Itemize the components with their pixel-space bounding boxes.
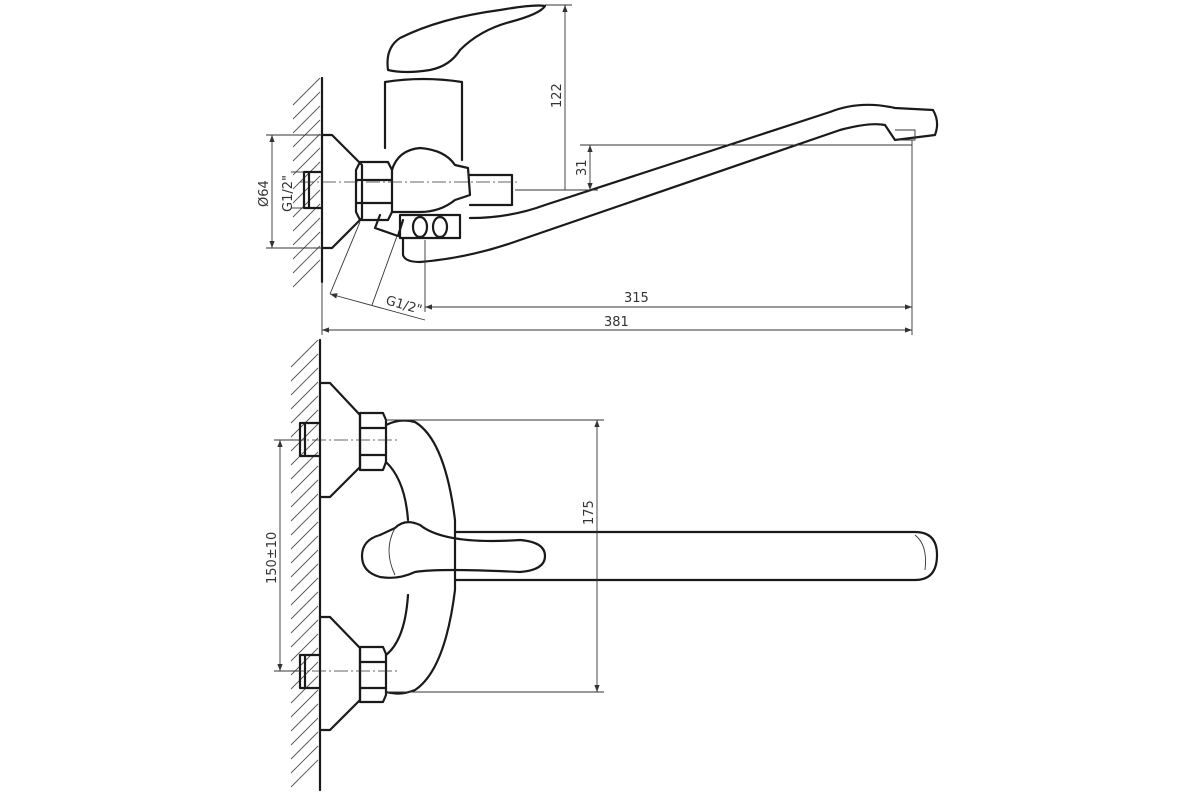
mixer-housing xyxy=(390,146,472,214)
dim-body-height: 175 xyxy=(582,500,597,525)
dim-inlet-thread: G1/2" xyxy=(281,175,296,212)
dim-handle-height: 122 xyxy=(550,83,565,108)
hatch-line xyxy=(292,147,321,176)
hatch-line xyxy=(290,703,319,732)
aerator xyxy=(895,129,916,141)
front-view: 175 150±10 xyxy=(265,338,939,792)
hatch-line xyxy=(290,395,319,424)
hatch-line xyxy=(292,91,321,120)
hatch-line xyxy=(292,189,321,218)
mixer-body xyxy=(383,77,464,162)
hatch-line xyxy=(292,161,321,190)
wall-side xyxy=(292,76,324,288)
inlet-pipe xyxy=(302,170,324,210)
hatch-line xyxy=(292,77,321,106)
hatch-line xyxy=(290,731,319,760)
hatch-line xyxy=(290,493,319,522)
upper-nut xyxy=(358,411,388,472)
upper-inlet-pipe xyxy=(298,421,322,458)
dim-flange-diameter: Ø64 xyxy=(257,180,272,207)
hatch-line xyxy=(290,381,319,410)
side-view: 122 31 Ø64 G1/2" G1/2" 315 381 xyxy=(257,4,939,335)
nut xyxy=(354,160,394,222)
hatch-line xyxy=(290,563,319,592)
hatch-line xyxy=(290,367,319,396)
dim-inlet-spacing: 150±10 xyxy=(265,532,280,584)
hatch-line xyxy=(290,521,319,550)
ring-detail xyxy=(411,215,429,239)
hatch-line xyxy=(290,759,319,788)
hatch-line xyxy=(292,231,321,260)
hatch-line xyxy=(290,353,319,382)
spout xyxy=(401,103,939,264)
hatch-line xyxy=(290,465,319,494)
hatch-line xyxy=(290,675,319,704)
lower-nut xyxy=(358,645,388,704)
hatch-line xyxy=(292,105,321,134)
spout-tip-detail xyxy=(914,534,926,571)
hatch-line xyxy=(292,259,321,288)
hatch-line xyxy=(292,245,321,274)
handle-detail xyxy=(388,527,396,576)
hatch-line xyxy=(290,717,319,746)
hatch-line xyxy=(290,535,319,564)
hatch-line xyxy=(290,577,319,606)
hatch-line xyxy=(290,479,319,508)
hatch-line xyxy=(290,745,319,774)
hatch-line xyxy=(290,507,319,536)
lever-handle-front xyxy=(360,521,547,579)
dim-spout-reach: 315 xyxy=(624,291,649,306)
lower-flange xyxy=(318,615,362,732)
hatch-line xyxy=(290,689,319,718)
wall-front xyxy=(290,338,322,792)
hatch-line xyxy=(290,619,319,648)
lever-handle xyxy=(386,4,547,74)
hatch-line xyxy=(292,133,321,162)
body-inner-curves xyxy=(384,460,410,657)
dim-spout-offset: 31 xyxy=(575,159,590,176)
body-plate xyxy=(384,419,457,695)
hatch-line xyxy=(290,605,319,634)
hatch-line xyxy=(290,591,319,620)
side-outlet xyxy=(468,173,514,207)
hatch-line xyxy=(290,549,319,578)
hatch-line xyxy=(292,217,321,246)
flange xyxy=(320,133,364,250)
swivel-ring xyxy=(398,213,462,240)
hatch-line xyxy=(292,175,321,204)
lower-inlet-pipe xyxy=(298,653,322,690)
hatch-line xyxy=(292,119,321,148)
dim-total-length: 381 xyxy=(604,315,629,330)
ring-detail xyxy=(431,215,449,239)
hatch-line xyxy=(290,339,319,368)
spout-bar xyxy=(453,530,939,582)
hatch-line xyxy=(290,633,319,662)
